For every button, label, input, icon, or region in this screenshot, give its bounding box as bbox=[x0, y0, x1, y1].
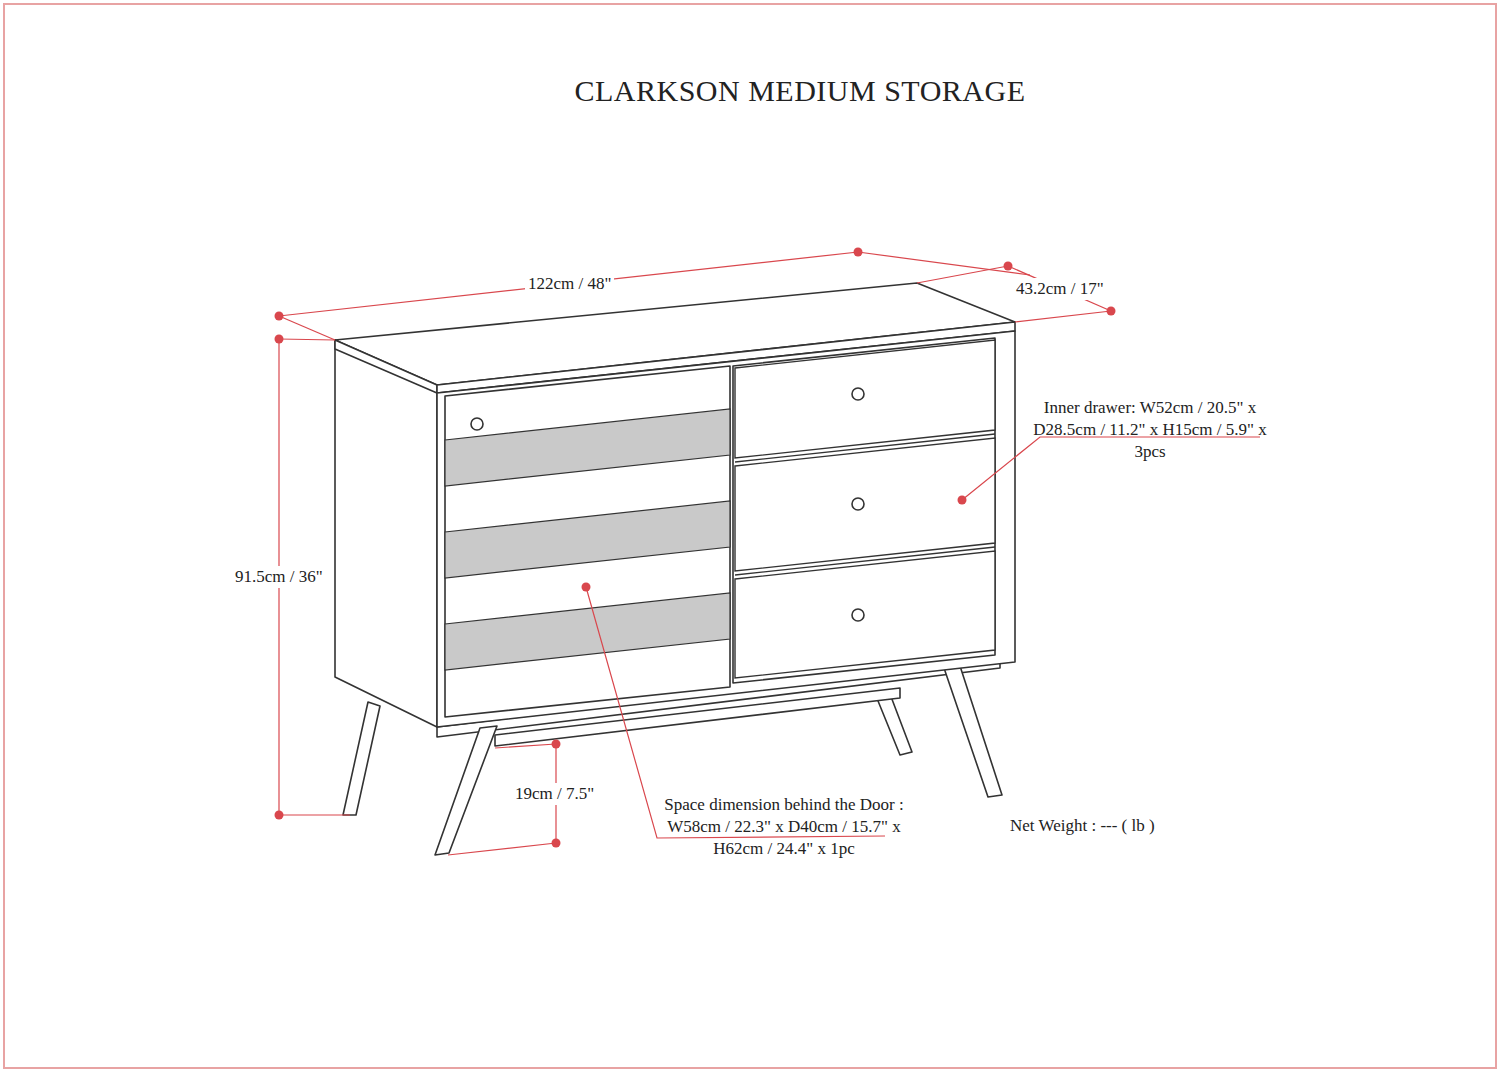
drawer-gap bbox=[735, 434, 995, 462]
dimension-dot bbox=[552, 839, 561, 848]
drawer-gap bbox=[735, 547, 995, 575]
drawer-opening bbox=[733, 338, 995, 683]
depth-dimension: 43.2cm / 17" bbox=[1013, 278, 1107, 300]
extension-line bbox=[1015, 311, 1111, 322]
leg bbox=[876, 694, 912, 755]
knob bbox=[852, 609, 864, 621]
width-dimension: 122cm / 48" bbox=[525, 273, 614, 295]
leg bbox=[944, 666, 1002, 797]
dimension-line bbox=[279, 252, 858, 316]
leg-height-dimension: 19cm / 7.5" bbox=[512, 783, 597, 805]
sliding-door bbox=[445, 366, 730, 717]
leg bbox=[435, 726, 497, 855]
door-slat bbox=[445, 501, 730, 578]
top-edge bbox=[335, 340, 437, 393]
dimension-dot bbox=[1107, 307, 1116, 316]
door-slat bbox=[445, 593, 730, 670]
extension-line bbox=[495, 744, 556, 748]
knob bbox=[471, 418, 483, 430]
page-border bbox=[4, 4, 1496, 1068]
dimension-dot bbox=[275, 312, 284, 321]
dimension-dot bbox=[854, 248, 863, 257]
callout-dot bbox=[582, 583, 591, 592]
extension-line bbox=[917, 266, 1008, 283]
knob bbox=[852, 388, 864, 400]
drawer-front bbox=[735, 551, 995, 678]
door-slat bbox=[445, 409, 730, 486]
dimension-dot bbox=[275, 335, 284, 344]
knob bbox=[852, 498, 864, 510]
front-frame bbox=[437, 331, 1015, 727]
door-space-callout: Space dimension behind the Door : W58cm … bbox=[644, 794, 924, 860]
leader-line bbox=[962, 437, 1260, 500]
dimension-dot bbox=[275, 811, 284, 820]
dimension-line bbox=[858, 252, 1030, 275]
extension-line bbox=[279, 339, 335, 340]
dimension-line bbox=[1008, 266, 1111, 311]
extension-line bbox=[448, 843, 556, 855]
side-panel bbox=[335, 340, 437, 727]
callout-dot bbox=[958, 496, 967, 505]
dimension-dot bbox=[552, 740, 561, 749]
net-weight-note: Net Weight : --- ( lb ) bbox=[1010, 815, 1155, 837]
dimension-dot bbox=[1004, 262, 1013, 271]
extension-line bbox=[279, 814, 350, 815]
extension-line bbox=[279, 316, 335, 340]
drawer-front bbox=[735, 340, 995, 458]
height-dimension: 91.5cm / 36" bbox=[232, 566, 326, 588]
drawer-callout: Inner drawer: W52cm / 20.5" x D28.5cm / … bbox=[1025, 397, 1275, 463]
diagram-title: CLARKSON MEDIUM STORAGE bbox=[0, 74, 1500, 108]
leg bbox=[343, 702, 380, 815]
